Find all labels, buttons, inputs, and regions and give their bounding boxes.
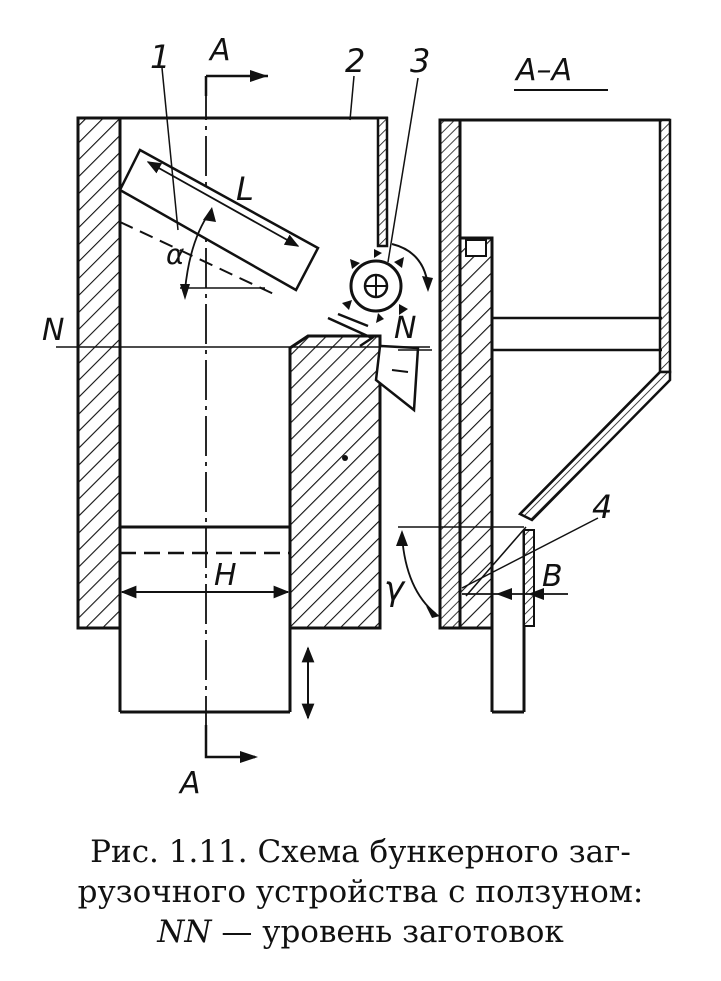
agitator-gear [342,243,433,323]
section-bottom-label: A [178,766,201,801]
level-right-label: N [394,311,416,346]
hopper-left-wall [76,116,122,630]
leader-3 [387,77,419,263]
part-1-label: 1 [150,38,170,76]
stroke-label: H [214,558,237,593]
figure-caption: Рис. 1.11. Схема бункерного заг- рузочно… [0,832,721,952]
section-view-title: A–A [514,53,572,88]
falling-workpiece [374,344,420,413]
section-top-label: A [208,33,231,68]
gamma-label: γ [384,569,406,609]
hopper-loader-diagram: 1 2 3 4 A A A–A L α N N H γ B [42,33,672,801]
gamma-arc [401,535,437,615]
workpiece-dashed-outline [119,221,279,297]
section-view [396,89,672,714]
gap-label: B [542,559,563,594]
leader-1 [161,67,179,231]
part-4-label: 4 [592,488,612,526]
tray-lip [327,312,375,348]
part-2-label: 2 [345,42,365,80]
caption-symbol: NN [157,914,212,950]
hopper-right-wall [376,116,389,248]
block-dot [342,455,348,461]
caption-line-3-text: — уровень заготовок [211,914,564,950]
part-3-label: 3 [410,42,430,80]
leader-2 [349,75,355,121]
section-right-wall [658,118,672,374]
level-left-label: N [42,313,64,348]
caption-line-1: Рис. 1.11. Схема бункерного заг- [90,834,631,870]
section-arrow-bottom [204,725,255,759]
chute-inner-line [519,371,661,515]
section-wall-outer [438,118,462,630]
caption-line-2: рузочного устройства с ползуном: [77,874,644,910]
caption-line-3: NN — уровень заготовок [0,912,721,952]
workpiece [118,148,320,292]
slider-block [288,334,382,630]
length-label: L [236,170,254,208]
gamma-ray [465,526,527,597]
alpha-label: α [166,238,185,271]
front-view [56,67,433,763]
leader-4 [461,517,599,589]
bracket [465,239,487,257]
section-wall-inner [458,236,494,630]
section-slider-hatched [523,529,535,627]
